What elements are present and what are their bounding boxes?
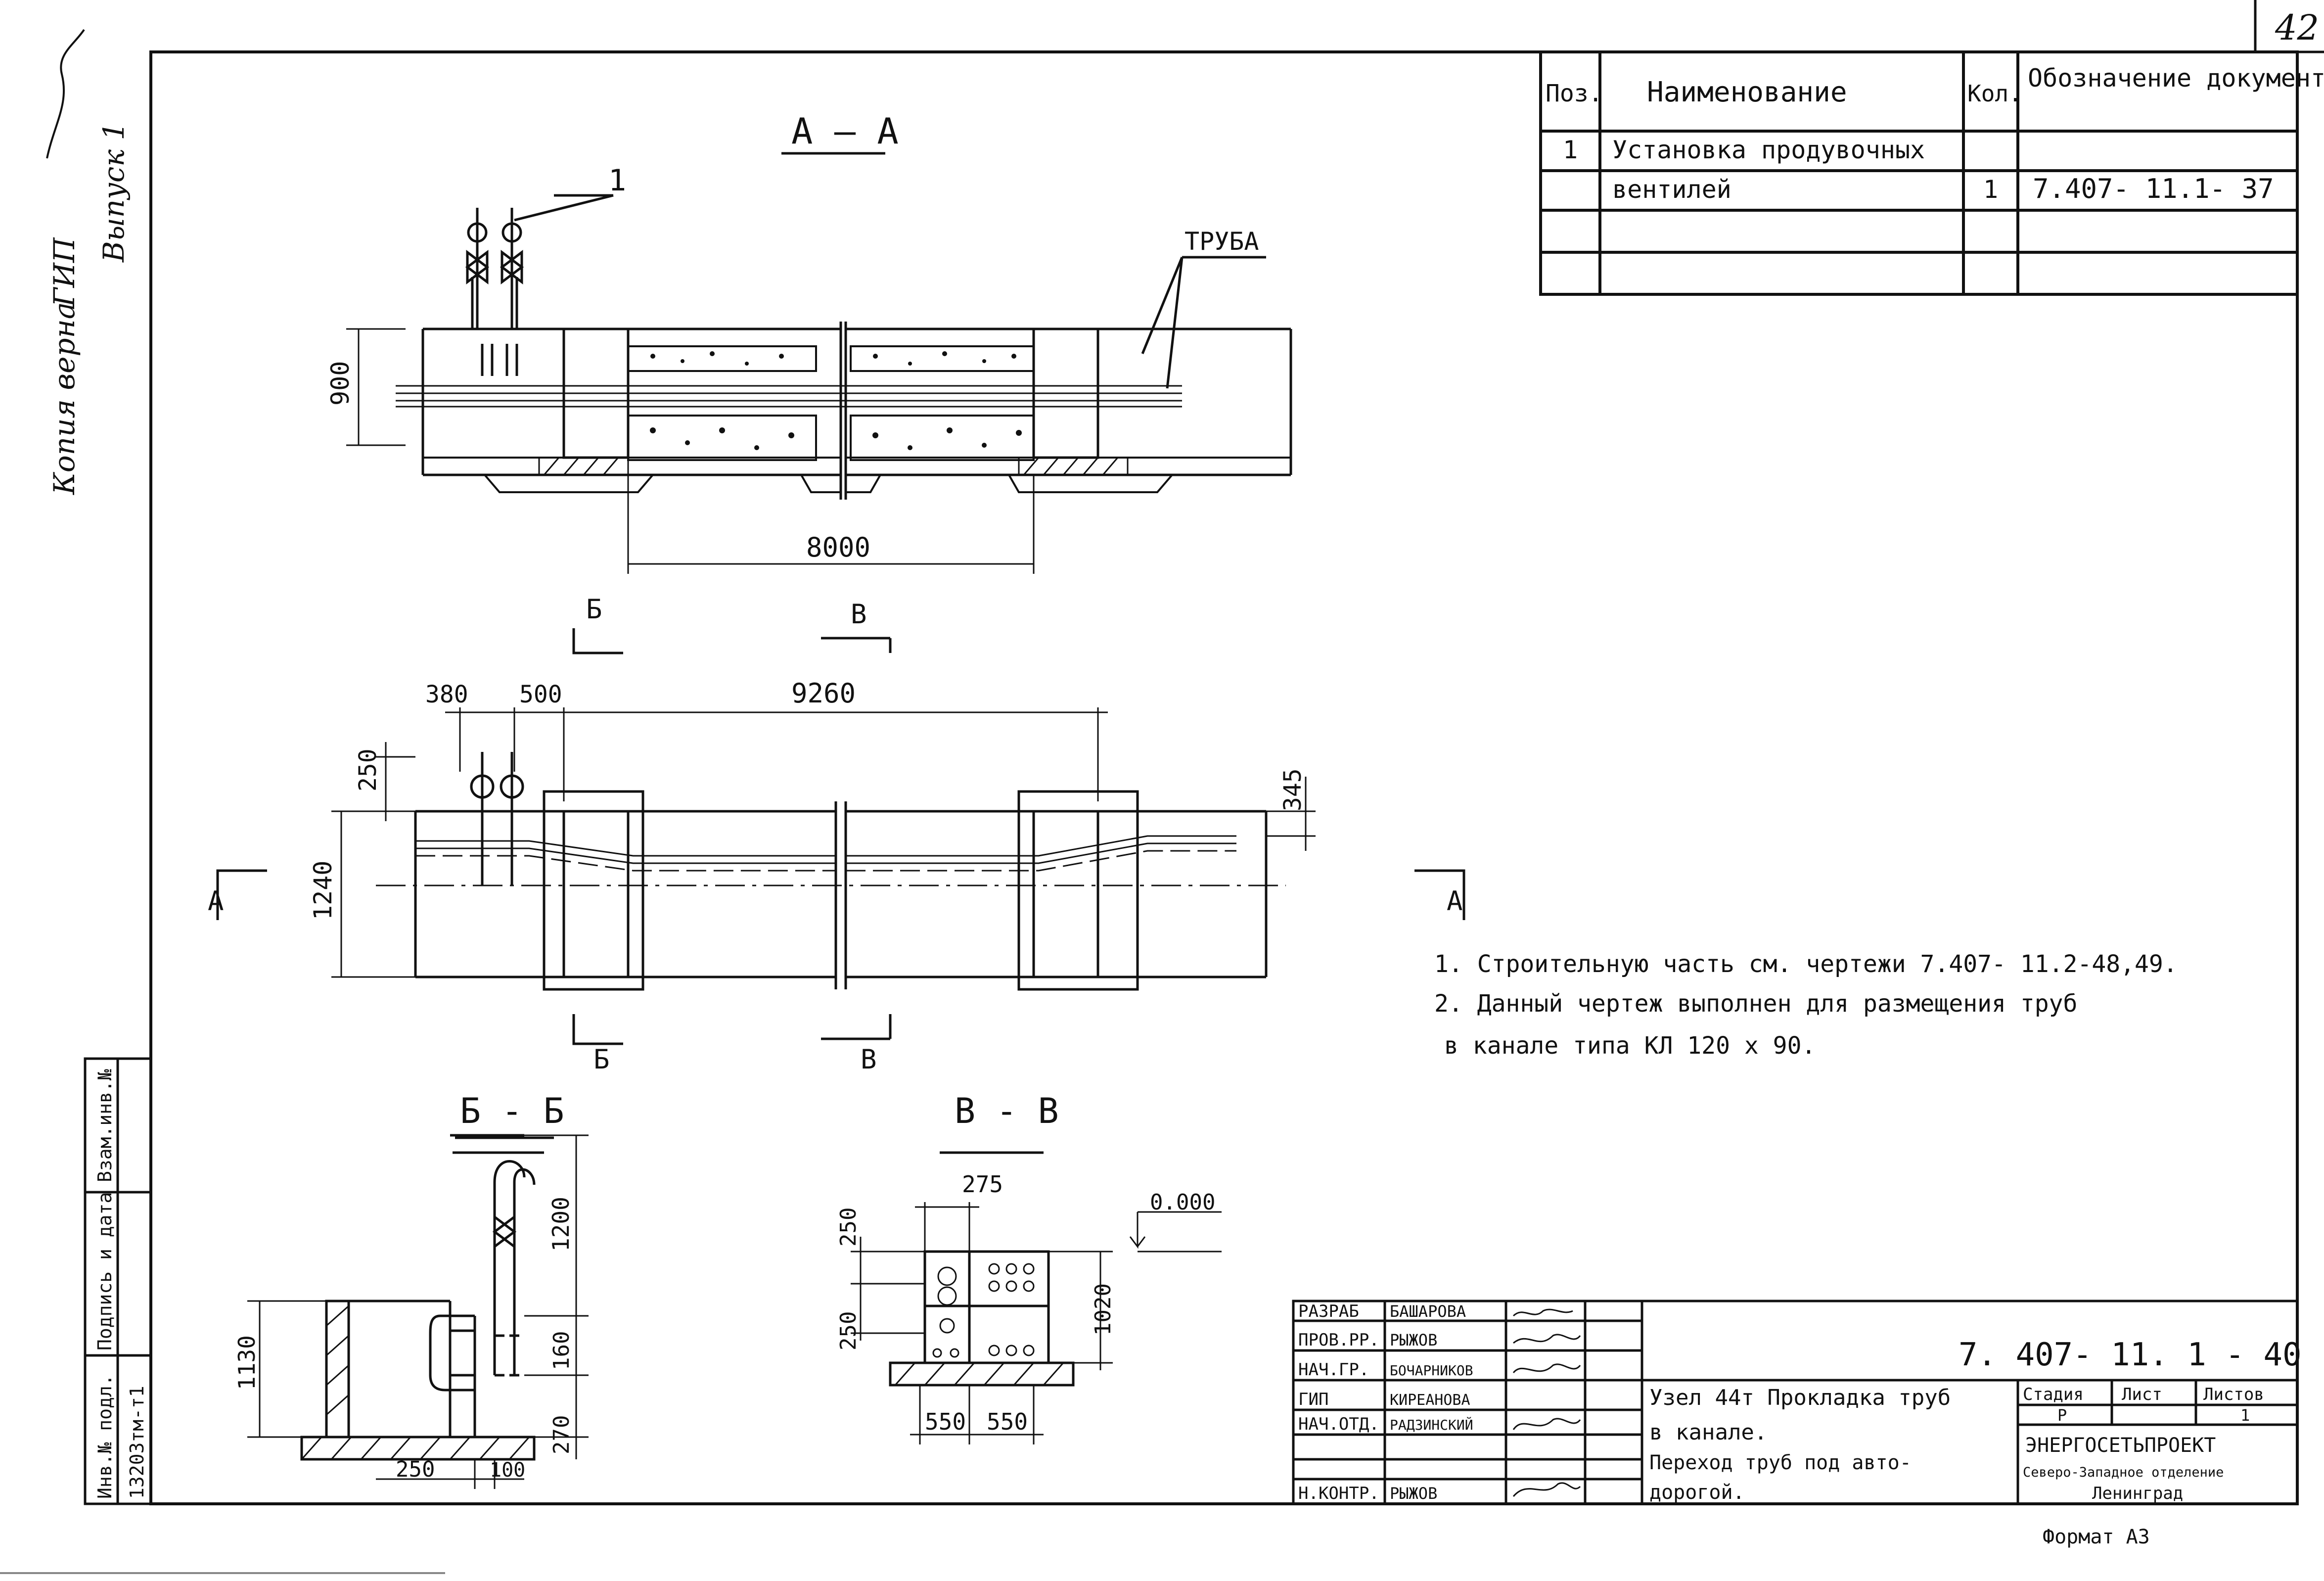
spec-header-doc-text: Обозначение документа [2028, 64, 2324, 93]
dim-0000: 0.000 [1150, 1190, 1215, 1215]
stage-value: Р [2057, 1406, 2067, 1425]
left-strip [84, 1057, 152, 1505]
note-2: 2. Данный чертеж выполнен для размещения… [1434, 990, 2077, 1018]
strip-inv-value: 13203тм-т1 [126, 1386, 148, 1499]
dim-100-bb: 100 [490, 1459, 525, 1482]
title-line-2: в канале. [1649, 1420, 1767, 1445]
dim-1130: 1130 [233, 1335, 260, 1390]
org-line-1: ЭНЕРГОСЕТЬПРОЕКТ [2025, 1434, 2216, 1457]
role-4: НАЧ.ОТД. [1298, 1414, 1379, 1434]
dim-500: 500 [519, 681, 562, 708]
dim-1240: 1240 [309, 861, 337, 920]
side-stamp-line3: Выпуск 1 [97, 122, 131, 263]
marker-a-right: А [1447, 885, 1463, 917]
title-line-1: Узел 44т Прокладка труб [1649, 1385, 1951, 1410]
dim-250-vv-1: 250 [836, 1208, 861, 1247]
role-1: ПРОВ.РР. [1298, 1330, 1379, 1350]
dim-160: 160 [549, 1331, 574, 1370]
sheets-header: Листов [2203, 1385, 2264, 1404]
dim-250-bb: 250 [396, 1457, 435, 1482]
marker-a-left: А [208, 885, 224, 917]
dim-900: 900 [326, 361, 355, 406]
spec-header-pos: Поз. [1546, 80, 1603, 107]
dim-550-b: 550 [987, 1408, 1028, 1435]
note-3: в канале типа КЛ 120 х 90. [1444, 1032, 1816, 1060]
section-vv-title: В - В [955, 1091, 1059, 1131]
format-label: Формат А3 [2043, 1526, 2150, 1548]
spec-r2-name: вентилей [1612, 175, 1732, 204]
sheet-header: Лист [2122, 1385, 2162, 1404]
section-vv-drawing [851, 1151, 1222, 1444]
dim-275: 275 [962, 1171, 1003, 1198]
sheets-value: 1 [2240, 1406, 2250, 1425]
name-0: БАШАРОВА [1390, 1302, 1466, 1321]
role-3: ГИП [1298, 1390, 1328, 1409]
strip-inv-label: Инв.№ подл. [94, 1374, 116, 1499]
dim-550-a: 550 [925, 1408, 966, 1435]
dim-250-vv-2: 250 [836, 1311, 861, 1350]
side-stamp: Копия верна ГИП Выпуск 1 [47, 122, 131, 495]
stage-header: Стадия [2023, 1385, 2084, 1404]
name-5: РЫЖОВ [1390, 1484, 1437, 1503]
dim-9260: 9260 [791, 678, 856, 709]
spec-header-name: Наименование [1647, 76, 1847, 108]
concrete-dots [650, 351, 1022, 450]
dim-250: 250 [354, 748, 382, 791]
title-line-3: Переход труб под авто- [1649, 1451, 1912, 1474]
section-bb-title: Б - Б [460, 1091, 564, 1131]
pipe-label: ТРУБА [1185, 227, 1259, 256]
marker-b-bottom: Б [593, 1044, 610, 1075]
role-2: НАЧ.ГР. [1298, 1360, 1369, 1380]
dim-270: 270 [549, 1415, 574, 1454]
name-3: КИРЕАНОВА [1390, 1392, 1470, 1409]
strip-sign-label: Подпись и дата [94, 1192, 116, 1350]
strip-vzam-label: Взам.инв.№ [94, 1069, 116, 1182]
title-block [1292, 1300, 2299, 1505]
section-aa-drawing [346, 152, 1292, 574]
dim-1020: 1020 [1091, 1283, 1116, 1336]
plan-view-drawing [216, 628, 1465, 1045]
section-bb-drawing [247, 1134, 589, 1489]
dim-8000: 8000 [806, 532, 870, 563]
spec-header-qty: Кол. [1967, 80, 2022, 107]
sheet-number: 42 [2275, 7, 2319, 48]
leader-1-label: 1 [608, 163, 626, 198]
side-stamp-line1: Копия верна [47, 302, 81, 495]
section-aa-title: А – А [791, 110, 899, 152]
role-5: Н.КОНТР. [1298, 1484, 1379, 1503]
title-line-4: дорогой. [1649, 1481, 1745, 1504]
spec-r1-pos: 1 [1563, 136, 1578, 164]
spec-header-doc: Обозначение документа [2028, 64, 2324, 93]
marker-v-top: В [851, 599, 867, 630]
spec-r2-doc: 7.407- 11.1- 37 [2033, 173, 2274, 204]
spec-r2-qty: 1 [1983, 175, 1998, 204]
marker-v-bottom: В [861, 1044, 877, 1075]
role-0: РАЗРАБ [1298, 1302, 1359, 1321]
name-2: БОЧАРНИКОВ [1390, 1362, 1473, 1379]
marker-b-top: Б [586, 594, 602, 625]
doc-code: 7. 407- 11. 1 - 40 [1959, 1337, 2302, 1373]
note-1: 1. Строительную часть см. чертежи 7.407-… [1434, 950, 2178, 978]
name-1: РЫЖОВ [1390, 1331, 1437, 1349]
name-4: РАДЗИНСКИЙ [1390, 1416, 1473, 1433]
signature-mark [46, 29, 85, 159]
spec-table [1539, 50, 2299, 296]
signatures [1512, 1308, 1581, 1497]
org-line-3: Ленинград [2092, 1484, 2183, 1503]
side-stamp-line2: ГИП [47, 237, 81, 307]
spec-r1-name: Установка продувочных [1612, 136, 1925, 164]
org-line-2: Северо-Западное отделение [2023, 1465, 2224, 1480]
dim-380: 380 [425, 681, 468, 708]
dim-1200: 1200 [547, 1197, 574, 1252]
section-vv-pipes [932, 1263, 1035, 1358]
dim-345: 345 [1279, 768, 1307, 811]
